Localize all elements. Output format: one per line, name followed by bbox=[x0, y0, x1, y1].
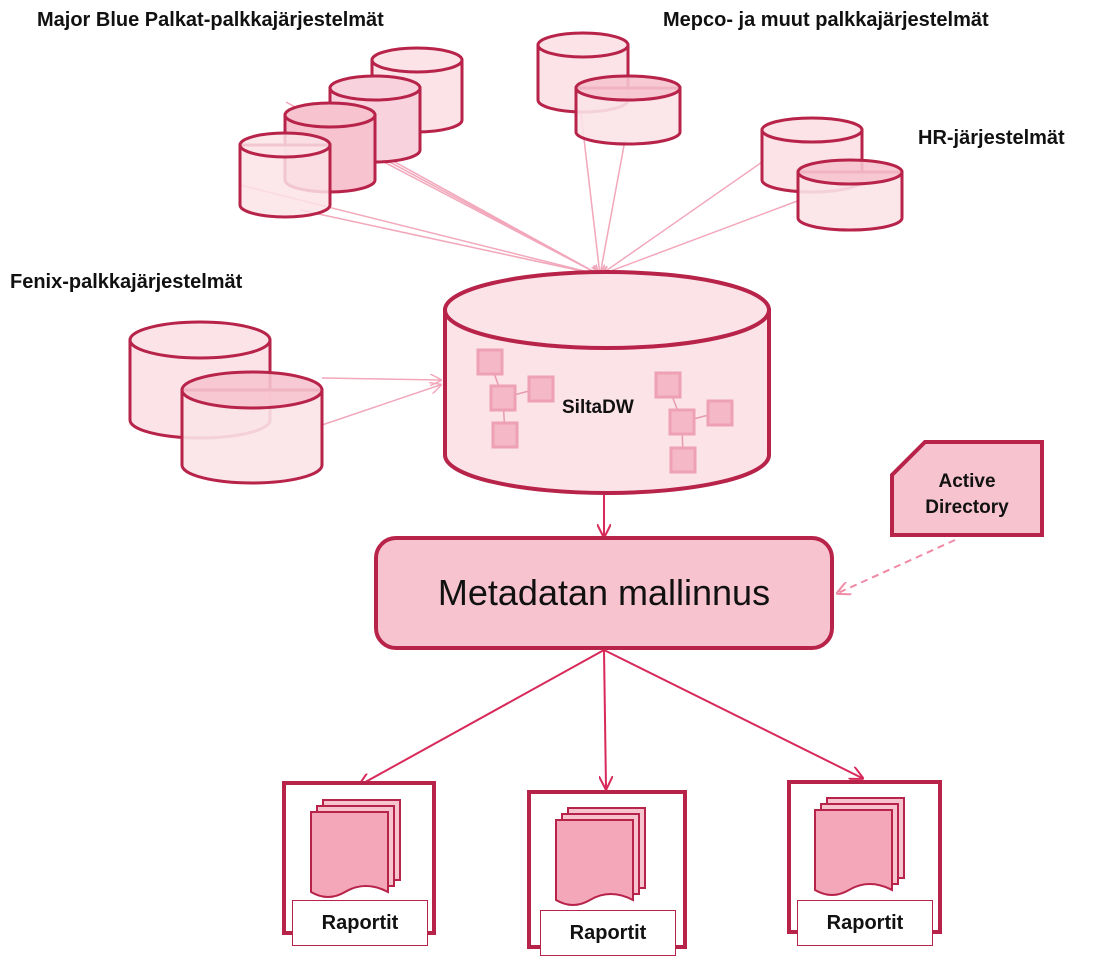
fenix-label: Fenix-palkkajärjestelmät bbox=[10, 271, 243, 293]
siltadw-cylinder bbox=[443, 270, 771, 495]
major-blue-cylinders bbox=[238, 46, 464, 219]
major-blue-label: Major Blue Palkat-palkkajärjestelmät bbox=[37, 9, 384, 31]
hr-cylinders bbox=[760, 116, 904, 232]
report-1-label: Raportit bbox=[292, 900, 428, 946]
fenix-cylinders bbox=[128, 320, 324, 485]
metadata-label: Metadatan mallinnus bbox=[437, 572, 771, 613]
report-stack-icon bbox=[555, 807, 646, 906]
active-directory-box bbox=[890, 440, 1044, 537]
mepco-cylinder-front bbox=[574, 74, 682, 146]
fenix-cylinder-front bbox=[180, 370, 324, 485]
active-directory-line2: Directory bbox=[925, 497, 1009, 518]
schema-node bbox=[489, 384, 517, 412]
hr-label: HR-järjestelmät bbox=[918, 127, 1065, 149]
report-3-label: Raportit bbox=[797, 900, 933, 946]
schema-node bbox=[706, 399, 734, 427]
active-directory-arrow bbox=[838, 539, 956, 593]
report-stack-icon bbox=[814, 797, 905, 896]
report-2-label: Raportit bbox=[540, 910, 676, 956]
siltadw-label: SiltaDW bbox=[562, 397, 634, 418]
report-arrows bbox=[360, 649, 862, 788]
mepco-cylinder-back bbox=[536, 31, 630, 114]
schema-node bbox=[476, 348, 504, 376]
major-blue-cylinder-1 bbox=[238, 131, 332, 219]
mepco-cylinders bbox=[536, 31, 682, 146]
schema-node bbox=[669, 446, 697, 474]
schema-node bbox=[527, 375, 555, 403]
active-directory-label: Active Directory bbox=[892, 469, 1042, 521]
schema-nodes bbox=[476, 348, 734, 474]
schema-node bbox=[491, 421, 519, 449]
mepco-label: Mepco- ja muut palkkajärjestelmät bbox=[663, 9, 989, 31]
schema-node bbox=[654, 371, 682, 399]
report-stack-icon bbox=[310, 799, 401, 898]
hr-cylinder-front bbox=[796, 158, 904, 232]
schema-node bbox=[668, 408, 696, 436]
active-directory-line1: Active bbox=[938, 471, 996, 492]
metadata-box bbox=[374, 536, 834, 650]
report-2 bbox=[527, 790, 687, 949]
